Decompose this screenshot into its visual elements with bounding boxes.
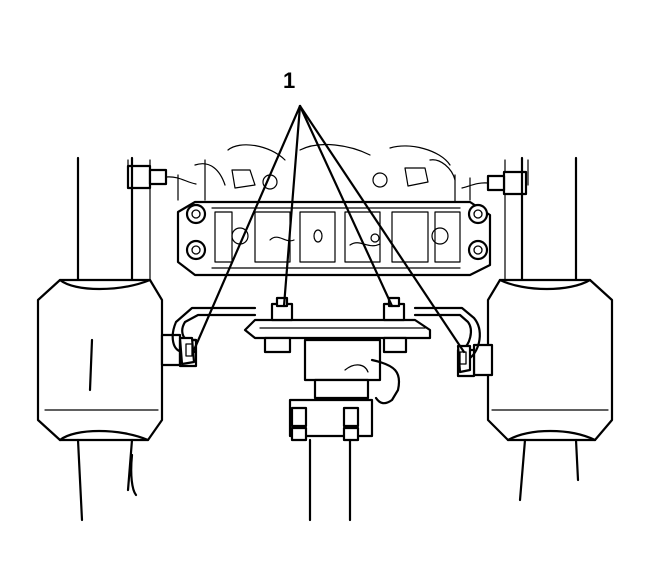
crossmember [176, 200, 492, 277]
callout-leaders [192, 104, 466, 354]
callout-label-1: 1 [283, 68, 296, 93]
left-sensor-connector [126, 164, 197, 190]
right-exhaust [456, 156, 614, 502]
right-sensor-connector [461, 170, 528, 196]
driveshaft [288, 338, 401, 522]
